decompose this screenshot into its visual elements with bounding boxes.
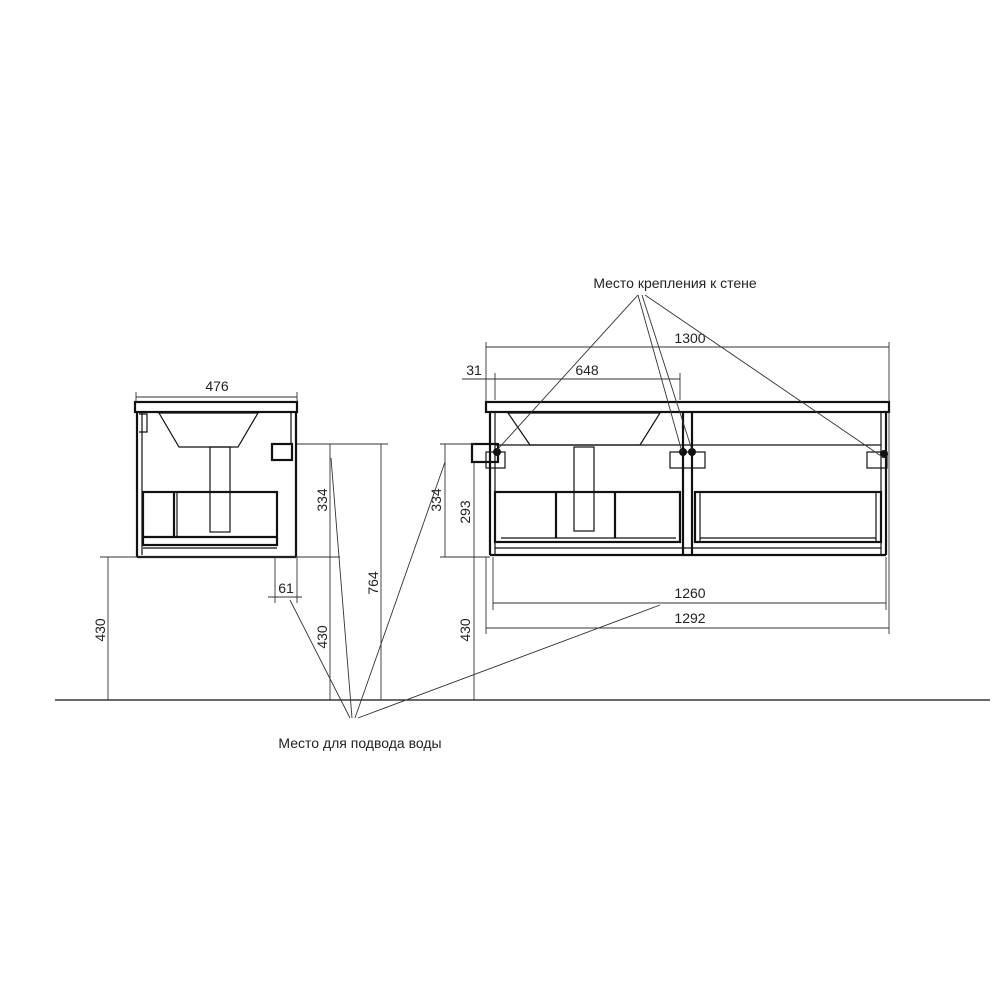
dim-1300: 1300 (674, 330, 705, 346)
drawer-right (693, 490, 883, 544)
wall-bracket-right (866, 451, 888, 469)
siphon (209, 446, 231, 533)
wall-bracket (270, 442, 294, 462)
basin (157, 412, 260, 448)
front-view-cabinet (470, 400, 891, 557)
basin (506, 412, 662, 446)
countertop (484, 400, 891, 414)
side-view-dimensions: 476 334 764 430 430 61 (92, 378, 388, 700)
siphon (573, 446, 595, 532)
leader-lines (289, 294, 885, 719)
drawer (141, 490, 279, 547)
dim-293: 293 (457, 500, 473, 524)
drawer-left (493, 490, 682, 544)
dim-334-side: 334 (314, 488, 330, 512)
dim-430-front: 430 (457, 618, 473, 642)
dim-1260: 1260 (674, 585, 705, 601)
side-view-cabinet (133, 400, 299, 559)
dim-334-front: 334 (428, 488, 444, 512)
label-wall-mount: Место крепления к стене (593, 275, 757, 291)
dim-61: 61 (278, 580, 294, 596)
dim-764: 764 (365, 571, 381, 595)
dim-1292: 1292 (674, 610, 705, 626)
dim-31: 31 (466, 362, 482, 378)
countertop (133, 400, 299, 414)
dim-430-side-right: 430 (314, 625, 330, 649)
front-view-dimensions: 1300 648 31 334 293 430 1260 1292 (428, 330, 890, 700)
label-water-supply: Место для подвода воды (278, 735, 441, 751)
dim-476: 476 (205, 378, 229, 394)
dim-430-side-left: 430 (92, 618, 108, 642)
wall-bracket-middle (669, 451, 706, 469)
dim-648: 648 (575, 362, 599, 378)
